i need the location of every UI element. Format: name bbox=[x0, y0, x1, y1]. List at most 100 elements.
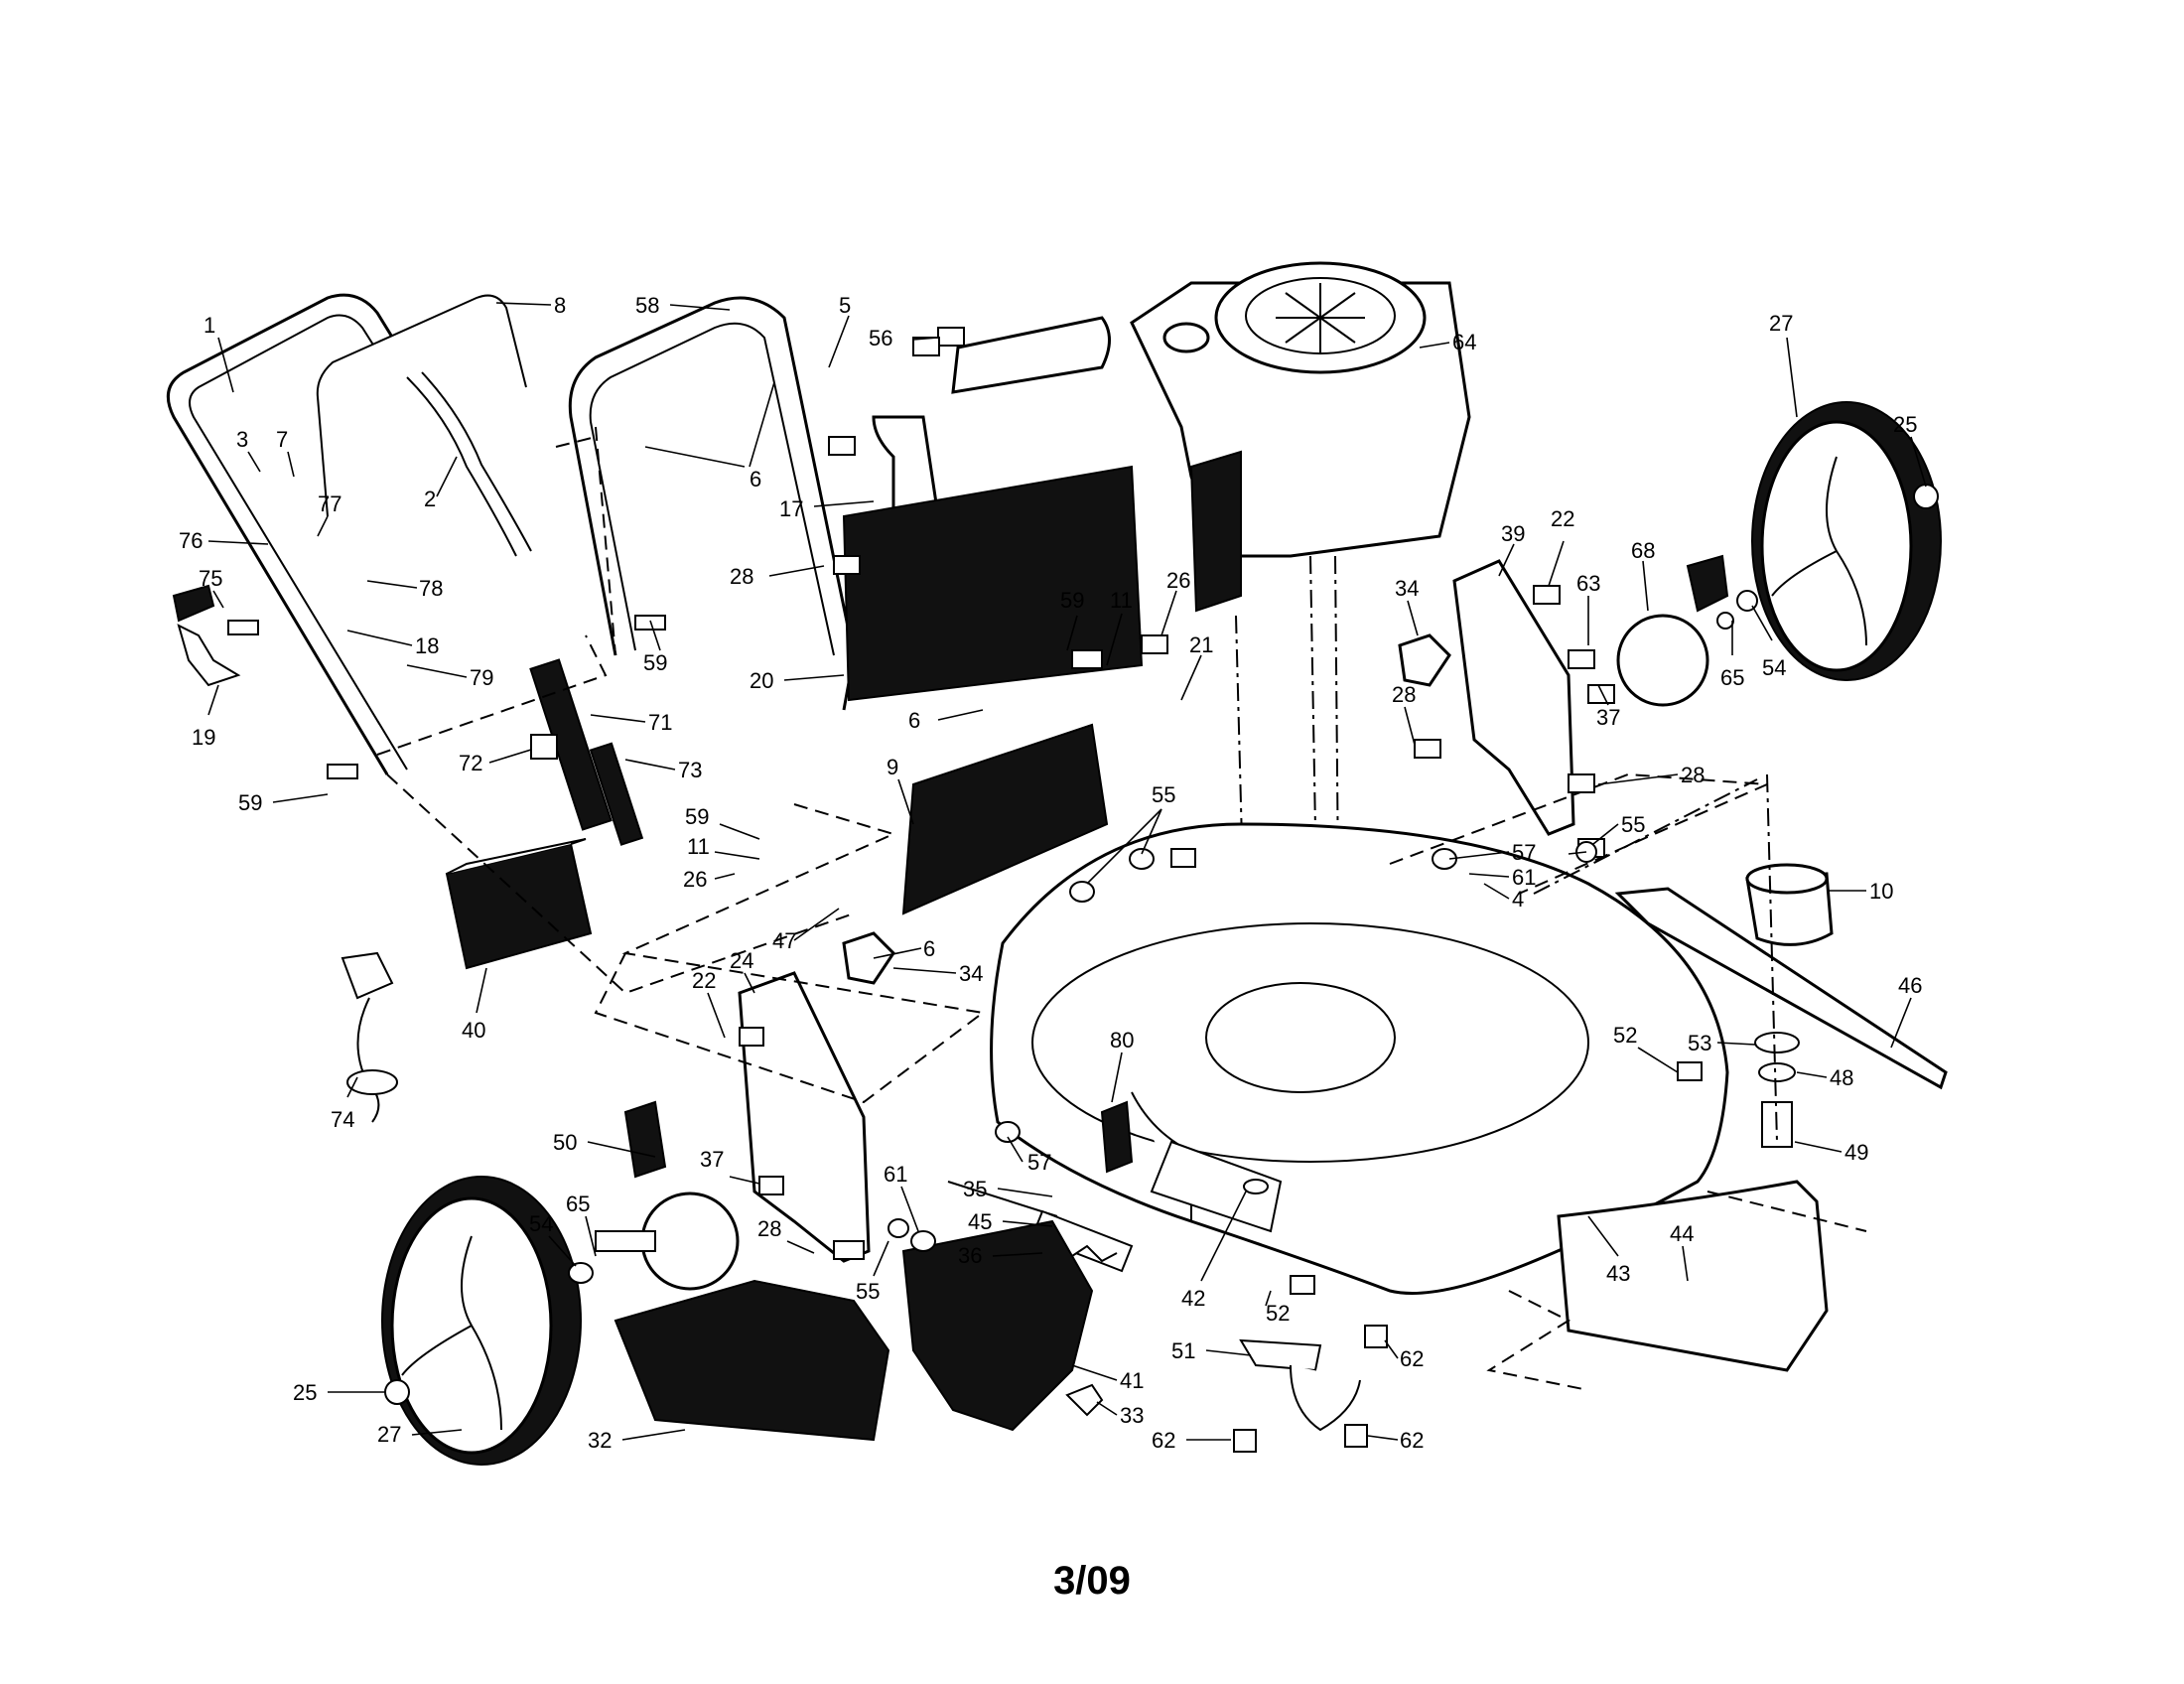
svg-text:62: 62 bbox=[1400, 1346, 1424, 1371]
callout-1: 1 bbox=[204, 313, 234, 393]
svg-text:41: 41 bbox=[1120, 1368, 1144, 1393]
svg-text:21: 21 bbox=[1189, 632, 1213, 657]
front-wheel bbox=[381, 1176, 582, 1466]
callout-27-front: 27 bbox=[377, 1422, 463, 1447]
callout-65-front: 65 bbox=[566, 1192, 597, 1257]
svg-text:11: 11 bbox=[1110, 588, 1133, 613]
callout-41-right: 62 bbox=[1367, 1428, 1424, 1453]
hinge-bracket bbox=[1239, 1338, 1361, 1432]
svg-text:72: 72 bbox=[459, 751, 482, 775]
control-bar bbox=[316, 294, 527, 517]
svg-text:56: 56 bbox=[869, 326, 892, 351]
callout-28-rear-left: 28 bbox=[1392, 682, 1416, 746]
starter-rope-guide bbox=[177, 624, 241, 687]
svg-text:8: 8 bbox=[554, 293, 566, 318]
callout-10-rear: 55 bbox=[1592, 812, 1645, 845]
callout-27-rear: 27 bbox=[1769, 311, 1798, 418]
svg-text:55: 55 bbox=[1152, 782, 1175, 807]
callout-43: 42 bbox=[1181, 1191, 1247, 1311]
callout-5: 5 bbox=[828, 293, 851, 368]
chute-latch bbox=[1065, 1383, 1104, 1417]
svg-text:25: 25 bbox=[1893, 412, 1917, 437]
assembly-line-right bbox=[1389, 772, 1768, 895]
svg-text:61: 61 bbox=[1512, 865, 1536, 890]
callout-22-front: 22 bbox=[692, 968, 726, 1039]
svg-text:63: 63 bbox=[1576, 571, 1600, 596]
callout-50: 49 bbox=[1794, 1140, 1868, 1165]
callout-52: 80 bbox=[1110, 1028, 1134, 1103]
svg-text:58: 58 bbox=[635, 293, 659, 318]
callout-11-upper: 11 bbox=[1106, 588, 1133, 666]
callout-25-front: 25 bbox=[293, 1380, 385, 1405]
fasteners bbox=[227, 327, 1939, 1453]
callout-54-front: 54 bbox=[529, 1211, 577, 1267]
callout-24: 47 bbox=[772, 908, 840, 953]
callout-55: 55 bbox=[1086, 782, 1175, 885]
callout-65-rear: 65 bbox=[1720, 621, 1744, 690]
callout-58: 58 bbox=[635, 293, 731, 318]
callout-62: 51 bbox=[1171, 1338, 1252, 1363]
callout-56: 56 bbox=[869, 326, 939, 351]
chute-deflector bbox=[614, 1279, 890, 1442]
callout-42: 36 bbox=[958, 1243, 1043, 1268]
svg-text:50: 50 bbox=[553, 1130, 577, 1155]
svg-text:55: 55 bbox=[1621, 812, 1645, 837]
callout-73: 73 bbox=[624, 758, 702, 782]
rear-wheel bbox=[1751, 401, 1942, 681]
callout-33: 41 bbox=[1071, 1364, 1144, 1393]
callout-34-front: 34 bbox=[892, 961, 983, 986]
battery bbox=[445, 838, 593, 970]
svg-text:80: 80 bbox=[1110, 1028, 1134, 1052]
wire-harness bbox=[529, 658, 644, 846]
callout-76: 76 bbox=[179, 528, 269, 553]
callout-6-mid: 6 bbox=[908, 708, 984, 733]
callout-57-front: 57 bbox=[1007, 1136, 1051, 1175]
svg-text:59: 59 bbox=[238, 790, 262, 815]
engine-control-cable bbox=[406, 371, 532, 557]
callout-72: 72 bbox=[459, 749, 532, 775]
callout-4: 4 bbox=[1483, 883, 1524, 912]
svg-text:6: 6 bbox=[750, 467, 761, 491]
svg-text:17: 17 bbox=[779, 496, 803, 521]
svg-text:57: 57 bbox=[1512, 840, 1536, 865]
front-knob bbox=[842, 931, 895, 985]
upper-handle bbox=[568, 296, 856, 711]
callout-19: 19 bbox=[192, 684, 219, 750]
callout-9: 9 bbox=[887, 755, 914, 825]
page-date: 3/09 bbox=[1053, 1559, 1131, 1603]
callout-59-mid: 59 bbox=[643, 620, 667, 675]
callout-10-pin bbox=[1568, 851, 1587, 855]
svg-text:28: 28 bbox=[730, 564, 753, 589]
svg-text:64: 64 bbox=[1452, 330, 1476, 354]
svg-text:37: 37 bbox=[700, 1147, 724, 1172]
rear-drive-assembly bbox=[1616, 554, 1729, 707]
svg-text:54: 54 bbox=[529, 1211, 553, 1236]
callout-49: 48 bbox=[1796, 1065, 1853, 1090]
callout-53-rear: 52 bbox=[1613, 1023, 1679, 1073]
svg-text:65: 65 bbox=[1720, 665, 1744, 690]
svg-text:25: 25 bbox=[293, 1380, 317, 1405]
callout-51: 44 bbox=[1670, 1221, 1694, 1282]
callout-47: 46 bbox=[1890, 973, 1922, 1049]
svg-text:57: 57 bbox=[1027, 1150, 1051, 1175]
callout-68: 68 bbox=[1631, 538, 1655, 612]
svg-text:65: 65 bbox=[566, 1192, 590, 1216]
callout-41-top: 62 bbox=[1384, 1339, 1424, 1371]
battery-charger bbox=[341, 951, 398, 1123]
svg-text:10: 10 bbox=[1869, 879, 1893, 904]
svg-text:11: 11 bbox=[687, 834, 710, 859]
svg-text:34: 34 bbox=[959, 961, 983, 986]
svg-text:3: 3 bbox=[236, 427, 248, 452]
svg-text:47: 47 bbox=[772, 928, 796, 953]
svg-text:37: 37 bbox=[1596, 705, 1620, 730]
mower-deck bbox=[990, 822, 1729, 1295]
svg-text:2: 2 bbox=[424, 487, 436, 511]
svg-text:35: 35 bbox=[963, 1177, 987, 1201]
callout-28-front: 28 bbox=[757, 1216, 815, 1254]
callout-6-top: 6 bbox=[644, 381, 775, 491]
side-discharge-chute bbox=[901, 1219, 1094, 1432]
callout-18: 18 bbox=[346, 630, 439, 658]
callout-79: 79 bbox=[406, 664, 493, 690]
mulching-plug bbox=[901, 723, 1109, 915]
starter-handle bbox=[172, 584, 215, 623]
